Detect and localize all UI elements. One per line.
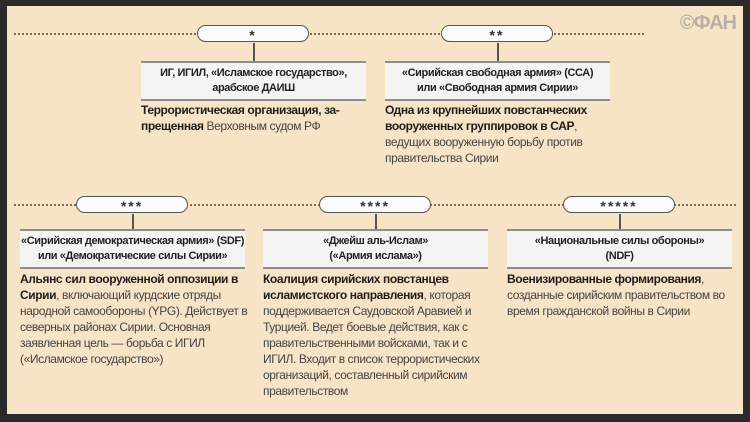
group-name-line: или «Свободная армия Сирии» bbox=[417, 82, 578, 94]
marker-pill: **** bbox=[319, 196, 431, 213]
connector-line bbox=[619, 214, 621, 229]
description-text: , которая поддерживается Саудовской Арав… bbox=[263, 288, 480, 398]
connector-line bbox=[132, 214, 134, 229]
description-text: Верховным судом РФ bbox=[203, 119, 321, 133]
group-name-line: ИГ, ИГИЛ, «Исламское государство», bbox=[160, 67, 347, 79]
group-description: Альянс сил вооруженной оппозиции в Сирии… bbox=[20, 271, 252, 367]
marker-pill: ***** bbox=[563, 196, 675, 213]
group-description: Одна из крупнейших повстанческих вооруже… bbox=[385, 102, 617, 166]
group-name-line: или «Демократические силы Сирии» bbox=[37, 250, 228, 262]
group-name-line: «Национальные силы обороны» bbox=[534, 235, 705, 247]
group-name-box: «Национальные силы обороны» (NDF) bbox=[507, 229, 732, 269]
description-text: , включающий курдские отряды народной са… bbox=[20, 288, 248, 366]
description-text: , ведущих вооруженную борьбу против прав… bbox=[385, 119, 583, 165]
description-bold: Террористическая организация, за-прещенн… bbox=[141, 103, 340, 133]
group-name-line: («Армия ислама») bbox=[329, 250, 422, 262]
group-name-line: арабское ДАИШ bbox=[212, 82, 295, 94]
description-bold: Коалиция сирийских повстанцев исламистск… bbox=[263, 272, 449, 302]
group-name-box: «Сирийская демократическая армия» (SDF) … bbox=[20, 229, 245, 269]
group-name-line: «Джейш аль-Ислам» bbox=[323, 235, 428, 247]
description-bold: Одна из крупнейших повстанческих вооруже… bbox=[385, 103, 587, 133]
marker-pill: *** bbox=[76, 196, 188, 213]
connector-line bbox=[375, 214, 377, 229]
marker-pill: ** bbox=[441, 25, 553, 42]
group-name-box: «Сирийская свободная армия» (ССА) или «С… bbox=[385, 61, 610, 101]
connector-line bbox=[253, 43, 255, 61]
description-bold: Военизированные формирования bbox=[507, 272, 702, 286]
description-text: , созданные сирийским правительством во … bbox=[507, 272, 725, 318]
fan-logo: ©ФАН bbox=[679, 12, 737, 34]
group-name-box: ИГ, ИГИЛ, «Исламское государство», арабс… bbox=[141, 61, 366, 101]
group-name-box: «Джейш аль-Ислам» («Армия ислама») bbox=[263, 229, 488, 269]
group-name-line: (NDF) bbox=[605, 250, 634, 262]
description-bold: Альянс сил вооруженной оппозиции в Сирии bbox=[20, 272, 238, 302]
group-description: Военизированные формирования, созданные … bbox=[507, 271, 739, 319]
group-description: Террористическая организация, за-прещенн… bbox=[141, 102, 373, 134]
group-name-line: «Сирийская демократическая армия» (SDF) bbox=[21, 235, 244, 247]
marker-pill: * bbox=[197, 25, 309, 42]
group-description: Коалиция сирийских повстанцев исламистск… bbox=[263, 271, 495, 399]
dotted-line-top bbox=[14, 33, 644, 35]
connector-line bbox=[497, 43, 499, 61]
group-name-line: «Сирийская свободная армия» (ССА) bbox=[401, 67, 594, 79]
